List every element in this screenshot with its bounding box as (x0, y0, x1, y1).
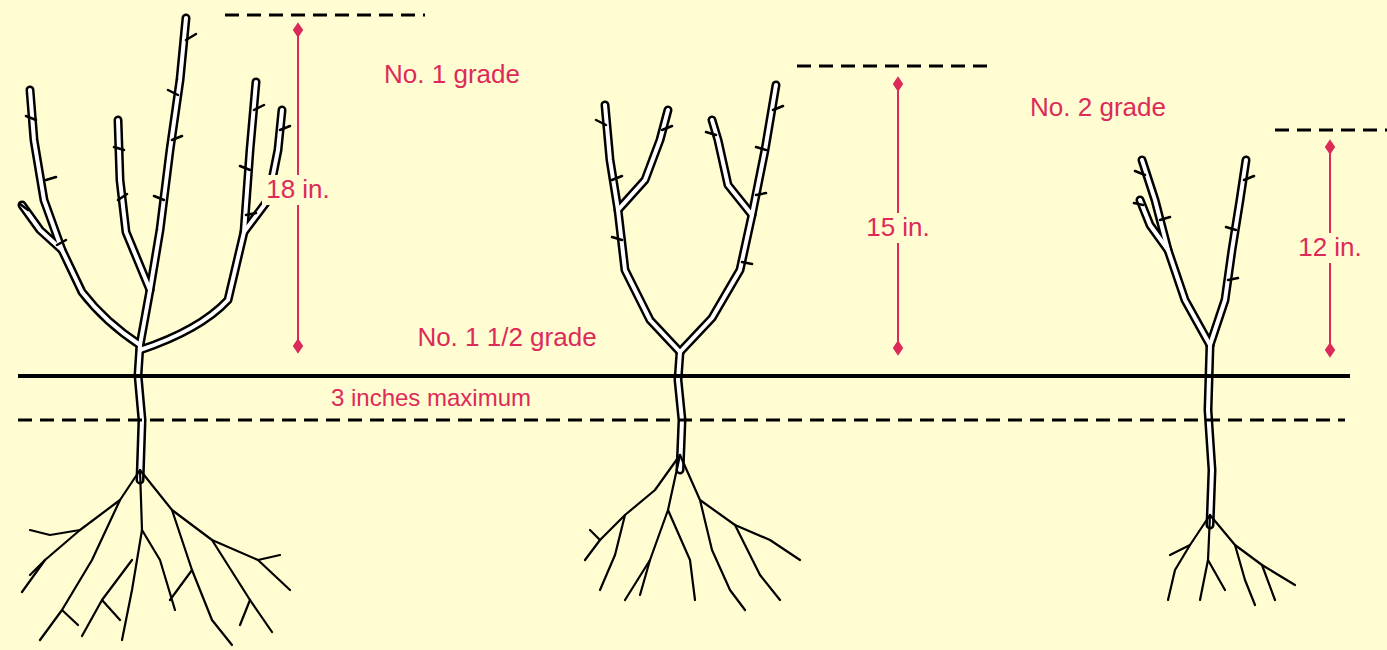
grade-label: No. 2 grade (1026, 93, 1170, 123)
dimension-label: 12 in. (1294, 233, 1366, 263)
grade-label: No. 1 1/2 grade (413, 323, 600, 353)
grade-label: No. 1 grade (380, 60, 524, 90)
dimension-label: 15 in. (862, 213, 934, 243)
dimension-label: 18 in. (262, 175, 334, 205)
depth-note: 3 inches maximum (327, 384, 535, 412)
